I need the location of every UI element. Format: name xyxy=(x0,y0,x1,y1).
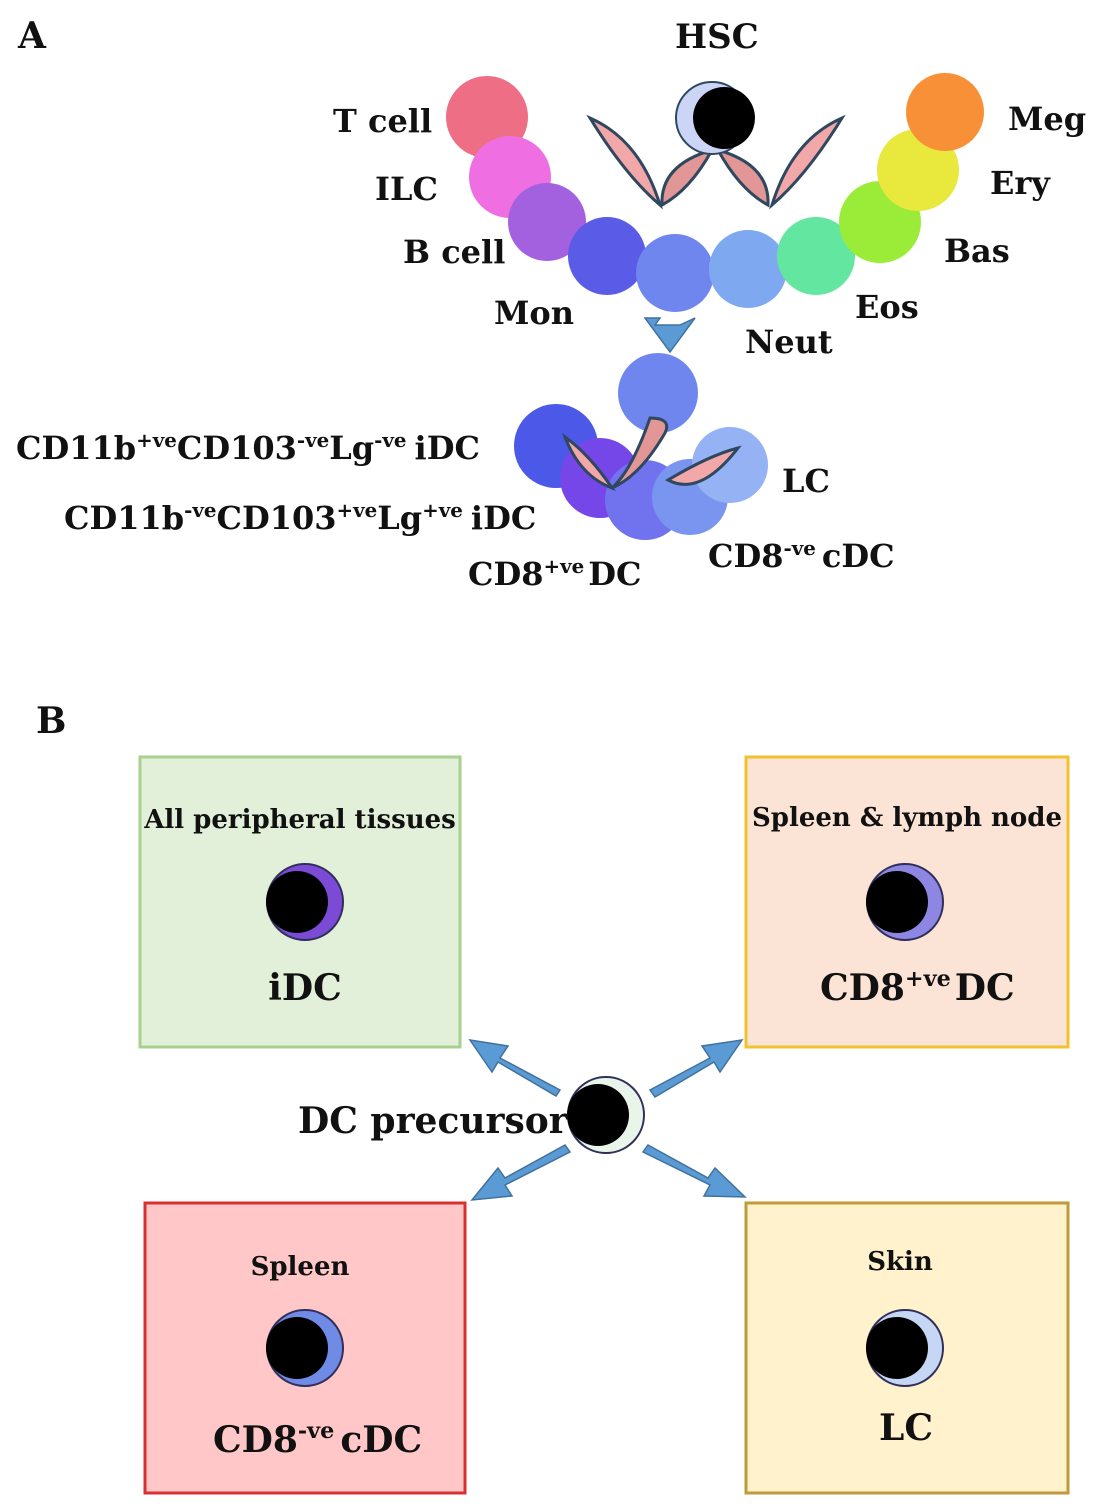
arrow-to-cd8pos-icon xyxy=(648,1039,744,1098)
eos-label: Eos xyxy=(855,288,919,326)
arrow-to-lc-icon xyxy=(641,1144,747,1198)
down-arrow-icon xyxy=(643,317,696,354)
panel-b-letter: B xyxy=(36,700,66,742)
b-cell-circle xyxy=(508,183,586,261)
dc-precursor-label: DC precursor xyxy=(298,1100,569,1142)
center-circle xyxy=(636,234,714,312)
hsc-cell-icon xyxy=(675,81,755,155)
neut-label: Neut xyxy=(745,323,833,361)
arrows xyxy=(468,1038,747,1201)
cd8pos-cell-icon xyxy=(866,863,944,941)
lc-circle xyxy=(692,427,768,503)
mon-circle xyxy=(568,217,646,295)
bas-label: Bas xyxy=(944,232,1010,270)
hsc-label: HSC xyxy=(675,17,759,57)
dc-precursor-circle xyxy=(618,353,698,433)
box-tl-title: All peripheral tissues xyxy=(143,805,456,835)
box-br-title: Skin xyxy=(867,1247,933,1277)
dc-cluster xyxy=(514,353,768,540)
meg-circle xyxy=(906,73,984,151)
box-br-name: LC xyxy=(879,1407,933,1449)
ilc-label: ILC xyxy=(375,170,438,208)
arrow-to-cd8neg-icon xyxy=(470,1144,572,1201)
ery-label: Ery xyxy=(990,164,1051,202)
hsc-cup xyxy=(586,114,846,210)
meg-label: Meg xyxy=(1008,100,1086,138)
box-tr-title: Spleen & lymph node xyxy=(752,803,1062,833)
arrow-to-idc-icon xyxy=(468,1038,562,1098)
neut-circle xyxy=(709,230,787,308)
lc-label: LC xyxy=(782,462,830,500)
eos-circle xyxy=(777,217,855,295)
lc-cell-icon xyxy=(866,1309,944,1387)
mon-label: Mon xyxy=(494,294,574,332)
b-cell-label: B cell xyxy=(403,233,505,271)
cd8neg-cell-icon xyxy=(266,1309,344,1387)
idc-cell-icon xyxy=(266,863,344,941)
t-cell-label: T cell xyxy=(333,102,432,140)
box-bl-title: Spleen xyxy=(251,1252,350,1282)
lineage-arc xyxy=(446,73,984,312)
panel-a-letter: A xyxy=(17,15,47,57)
box-peripheral-tissues: All peripheral tissues iDC xyxy=(138,755,462,1049)
dc-precursor-cell-icon xyxy=(567,1076,645,1154)
box-skin: Skin LC xyxy=(744,1201,1070,1495)
box-tl-name: iDC xyxy=(268,967,342,1009)
